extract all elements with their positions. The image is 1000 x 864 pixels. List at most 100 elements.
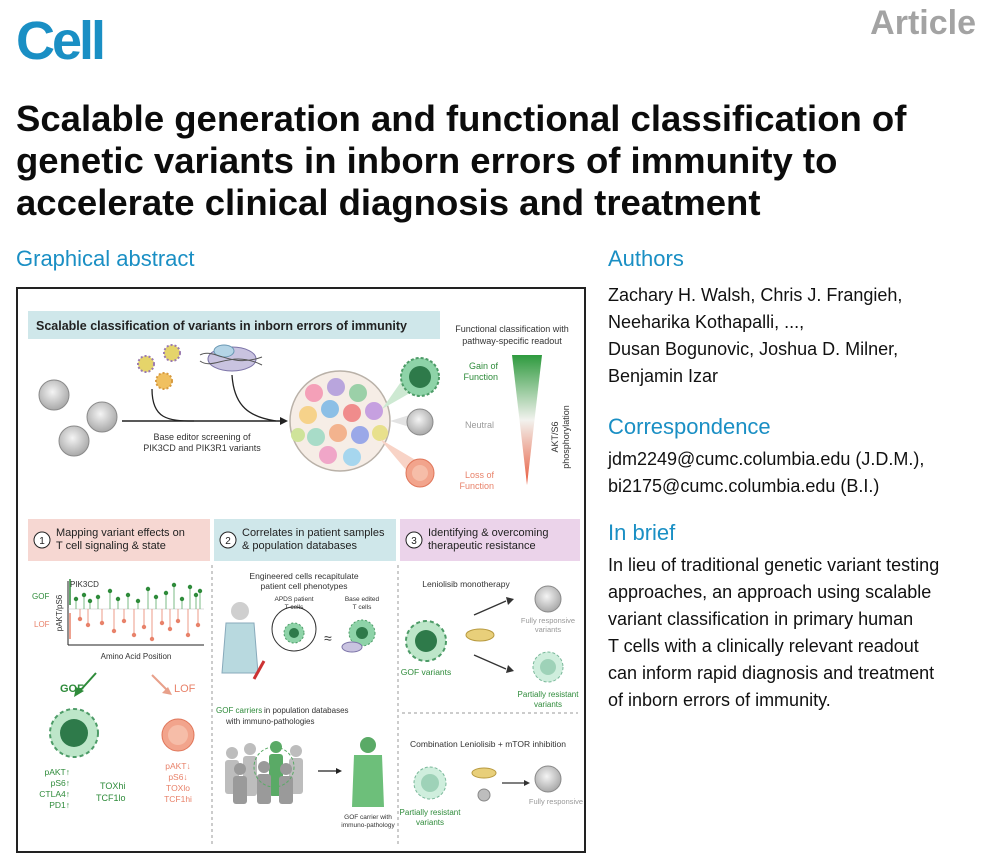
gof-variant-cell [405, 620, 447, 662]
gof-lollipop-head [73, 596, 79, 602]
drug-pill [465, 628, 495, 642]
authors-block: Zachary H. Walsh, Chris J. Frangieh, Nee… [608, 282, 988, 390]
authors-line: Zachary H. Walsh, Chris J. Frangieh, [608, 285, 903, 305]
variant-library-pool [289, 370, 391, 472]
axis-label-2: phosphorylation [561, 405, 571, 469]
in-brief-line: approaches, an approach using scalable [608, 582, 932, 602]
top-banner-text: Scalable classification of variants in i… [36, 319, 407, 333]
apds-label-2: T cells [285, 604, 304, 611]
combo-pill-2 [477, 788, 491, 802]
graphical-abstract-figure: Scalable classification of variants in i… [16, 287, 586, 853]
variant-lollipops [73, 582, 203, 642]
virus-arrow [151, 388, 195, 422]
screen-label-2: PIK3CD and PIK3R1 variants [143, 443, 261, 453]
gof-lollipop-head [163, 590, 169, 596]
lof-lollipop-head [141, 624, 147, 630]
journal-logo: Cell [16, 11, 106, 71]
gof-cell-icon [400, 357, 440, 397]
carriers-1a: GOF carriers [216, 706, 262, 715]
approx-sign: ≈ [324, 630, 332, 646]
correspondence-email[interactable]: jdm2249@cumc.columbia.edu (J.D.M.), [608, 449, 925, 469]
paper-title: Scalable generation and functional class… [16, 98, 907, 223]
panel1-number: 1 [39, 536, 45, 547]
lof-lollipop-head [99, 620, 105, 626]
neutral-label: Neutral [465, 420, 494, 430]
correspondence-email[interactable]: bi2175@cumc.columbia.edu (B.I.) [608, 476, 880, 496]
lof-cell-icon [405, 458, 435, 488]
carrier-label-1: GOF carrier with [344, 814, 392, 821]
in-brief-line: of inborn errors of immunity. [608, 690, 831, 710]
gof-lollipop-head [153, 594, 159, 600]
plot-gof: GOF [32, 592, 49, 601]
carrier-figure [352, 737, 384, 807]
lof-lollipop-head [85, 622, 91, 628]
readout-title-2: pathway-specific readout [462, 336, 562, 346]
lof-lollipop-head [159, 620, 165, 626]
loss-label-2: Function [459, 481, 494, 491]
loss-label-1: Loss of [465, 470, 495, 480]
fully-label-1: Fully responsive [521, 616, 575, 625]
partial-label-1: Partially resistant [518, 690, 580, 699]
gof-label: GOF [60, 683, 84, 695]
lof-lollipop-head [77, 616, 83, 622]
panel1-title-2: T cell signaling & state [56, 540, 166, 552]
graphical-abstract-svg: Scalable classification of variants in i… [28, 311, 583, 845]
gof-lollipop-head [81, 592, 87, 598]
panel2-title-1: Correlates in patient samples [242, 527, 385, 539]
gof-variants-label: GOF variants [401, 667, 452, 677]
in-brief-block: In lieu of traditional genetic variant t… [608, 552, 993, 714]
gof-lollipop-head [179, 596, 185, 602]
gof-lollipop-head [135, 598, 141, 604]
plot-lof: LOF [34, 620, 50, 629]
lof-lollipop-head [185, 632, 191, 638]
carriers-1b: in population databases [264, 706, 349, 715]
gof-lollipop-head [187, 584, 193, 590]
authors-line: Dusan Bogunovic, Joshua D. Milner, [608, 339, 899, 359]
panel3-title-1: Identifying & overcoming [428, 527, 548, 539]
in-brief-line: T cells with a clinically relevant reado… [608, 636, 919, 656]
article-type-label: Article [870, 4, 976, 42]
combo-label: Combination Leniolisib + mTOR inhibition [410, 739, 566, 749]
lof-arrow [151, 674, 169, 692]
gof-marker: CTLA4↑ [39, 789, 70, 799]
plot-xlabel: Amino Acid Position [101, 652, 172, 661]
patient-figure [221, 602, 259, 674]
blood-tube [252, 660, 266, 680]
gof-marker: PD1↑ [49, 800, 70, 810]
gof-lollipop-head [125, 592, 131, 598]
gof-lollipop-head [197, 588, 203, 594]
engineered-2: patient cell phenotypes [261, 581, 348, 591]
correspondence-block: jdm2249@cumc.columbia.edu (J.D.M.), bi21… [608, 446, 993, 500]
panel1-header [28, 519, 210, 561]
base-label-2: T cells [353, 604, 372, 611]
plot-gene: PIK3CD [70, 580, 99, 589]
arrow-to-responsive [473, 600, 507, 616]
authors-line: Benjamin Izar [608, 366, 719, 386]
authors-line: Neeharika Kothapalli, ..., [608, 312, 805, 332]
graphical-abstract-heading: Graphical abstract [16, 246, 195, 271]
population-crowd [225, 741, 303, 804]
mono-label: Leniolisib monotherapy [422, 579, 510, 589]
screen-label-1: Base editor screening of [153, 432, 251, 442]
combo-pill-1 [471, 767, 497, 779]
in-brief-line: variant classification in primary human [608, 609, 914, 629]
viral-vector-icons [137, 344, 181, 390]
fully-label-2: variants [535, 625, 562, 634]
gof-tox: TOXhi [100, 781, 125, 791]
gof-tcf: TCF1lo [96, 793, 126, 803]
gof-marker-list: pAKT↑pS6↑CTLA4↑PD1↑ [39, 767, 70, 810]
correspondence-heading: Correspondence [608, 414, 771, 439]
gof-lollipop-head [171, 582, 177, 588]
lof-lollipop-head [121, 618, 127, 624]
input-t-cells [38, 379, 118, 457]
gof-marker: pAKT↑ [44, 767, 70, 777]
editor-arrow [231, 374, 277, 422]
base-edited-cell [341, 619, 376, 653]
panel1-title-1: Mapping variant effects on [56, 527, 185, 539]
gain-label-2: Function [463, 372, 498, 382]
gof-lollipop-head [107, 588, 113, 594]
lof-lollipop-head [167, 626, 173, 632]
lof-marker: pAKT↓ [165, 761, 191, 771]
lof-lollipop-head [195, 622, 201, 628]
engineered-1: Engineered cells recapitulate [249, 571, 358, 581]
